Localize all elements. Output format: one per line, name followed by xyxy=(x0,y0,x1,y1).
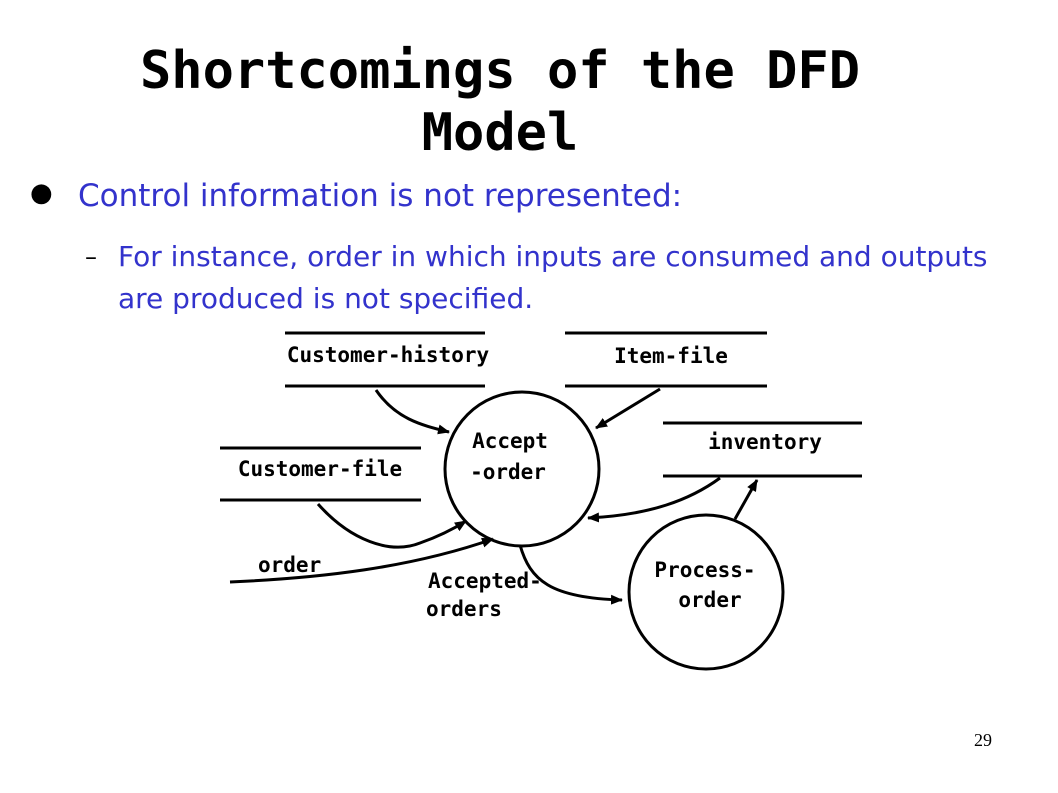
accept-order-label-line1: Accept xyxy=(472,429,548,453)
accepted-orders-label-line2: orders xyxy=(426,597,502,621)
data-store-item-file: Item-file xyxy=(565,331,767,388)
customer-history-label: Customer-history xyxy=(287,343,490,367)
slide-title-line1: Shortcomings of the DFD xyxy=(139,41,861,101)
bullet-text: Control information is not represented: xyxy=(78,178,683,214)
process-order-label-line1: Process- xyxy=(654,558,755,582)
data-store-inventory: inventory xyxy=(663,421,862,478)
flow-customer-file-to-accept-order xyxy=(316,503,467,549)
order-flow-label: order xyxy=(258,553,321,577)
accept-order-label-line2: -order xyxy=(470,460,546,484)
bullet-dot-icon: ● xyxy=(30,178,53,208)
flow-process-order-to-inventory xyxy=(733,479,759,520)
process-order-label-line2: order xyxy=(678,588,741,612)
sub-bullet-dash-icon: – xyxy=(85,243,97,271)
item-file-label: Item-file xyxy=(614,344,728,368)
inventory-label: inventory xyxy=(708,430,822,454)
accepted-orders-label-line1: Accepted- xyxy=(428,569,542,593)
flow-inventory-to-accept-order xyxy=(587,476,721,523)
slide-title: Shortcomings of the DFD Model xyxy=(60,40,940,164)
page-number: 29 xyxy=(974,730,992,750)
flow-item-file-to-accept-order xyxy=(595,387,661,430)
customer-file-label: Customer-file xyxy=(238,457,402,481)
sub-bullet-text: For instance, order in which inputs are … xyxy=(118,240,988,315)
slide-title-line2: Model xyxy=(421,103,579,163)
process-process-order: Process- order xyxy=(627,513,785,671)
flow-customer-history-to-accept-order xyxy=(374,389,450,435)
flow-accepted-orders xyxy=(518,544,623,605)
data-store-customer-history: Customer-history xyxy=(285,331,490,388)
process-accept-order: Accept -order xyxy=(443,390,601,548)
data-store-customer-file: Customer-file xyxy=(220,446,421,502)
flow-order-to-accept-order xyxy=(229,537,494,584)
